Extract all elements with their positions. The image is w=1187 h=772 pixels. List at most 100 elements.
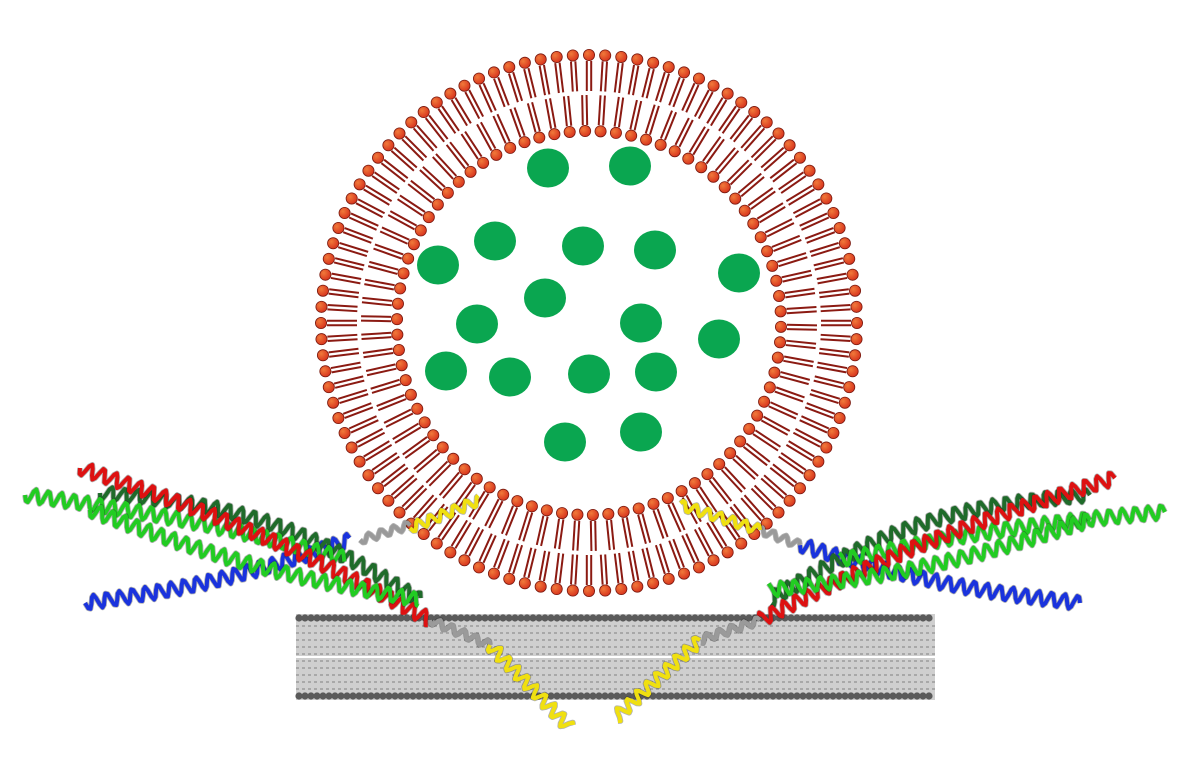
membrane-head: [901, 614, 909, 622]
lipid-head: [518, 56, 531, 69]
lipid-tail: [348, 415, 377, 430]
lipid-head: [319, 268, 332, 281]
alpha-helix: [23, 487, 347, 564]
lipid-tail: [569, 554, 574, 585]
lipid-tail: [760, 419, 789, 436]
lipid-tail: [328, 347, 359, 354]
lipid-tail: [813, 257, 844, 267]
lipid-tail: [631, 65, 640, 96]
membrane-head: [919, 692, 927, 700]
lipid-head: [583, 49, 596, 62]
lipid-tail: [468, 528, 485, 557]
lipid-tail: [493, 538, 506, 568]
lipid-tail: [538, 550, 547, 581]
lipid-tail: [505, 507, 519, 536]
lipid-tail: [478, 84, 493, 113]
lipid-head: [566, 49, 579, 62]
lipid-tail: [393, 146, 418, 169]
lipid-tail: [374, 171, 400, 191]
lipid-tail: [714, 147, 736, 172]
lipid-head: [803, 469, 816, 482]
lipid-tail: [419, 169, 443, 192]
membrane-head: [367, 614, 375, 622]
lipid-head: [345, 192, 358, 205]
membrane-head: [871, 614, 879, 622]
lipid-tail: [685, 84, 700, 113]
lipid-tail: [778, 256, 808, 268]
lipid-head: [833, 412, 846, 425]
membrane-head: [913, 692, 921, 700]
membrane-head: [511, 614, 519, 622]
lipid-head: [748, 106, 761, 119]
membrane-head: [883, 692, 891, 700]
lipid-head: [550, 50, 563, 63]
lipid-tail: [735, 454, 759, 477]
lipid-tail: [627, 64, 636, 95]
lipid-head: [678, 66, 691, 79]
lipid-tail: [585, 94, 589, 126]
lipid-tail: [331, 272, 362, 281]
lipid-tail: [672, 78, 685, 108]
membrane-head: [427, 614, 435, 622]
lipid-head: [518, 577, 531, 590]
lipid-tail: [339, 241, 369, 253]
membrane-head: [685, 692, 693, 700]
membrane-head: [697, 614, 705, 622]
lipid-tail: [740, 124, 762, 149]
membrane-head: [835, 692, 843, 700]
lipid-tail: [456, 484, 476, 510]
lipid-tail: [412, 494, 435, 519]
membrane-head: [295, 614, 303, 622]
lipid-head: [615, 50, 628, 63]
membrane-head: [859, 692, 867, 700]
membrane-head: [373, 614, 381, 622]
lipid-tail: [357, 198, 386, 215]
membrane-head: [841, 614, 849, 622]
lipid-tail: [810, 246, 841, 258]
alpha-helix: [614, 635, 701, 724]
lipid-tail: [772, 463, 798, 484]
lipid-tail: [792, 431, 821, 448]
lipid-head: [772, 127, 785, 140]
lipid-head: [743, 422, 756, 435]
lipid-tail: [377, 398, 407, 412]
lipid-tail: [732, 458, 756, 480]
lipid-head: [391, 297, 404, 310]
lipid-head: [503, 61, 516, 74]
lipid-tail: [605, 520, 611, 551]
lipid-head: [609, 126, 622, 139]
membrane-head: [445, 614, 453, 622]
membrane-head: [823, 692, 831, 700]
cargo-molecule: [609, 146, 651, 186]
membrane-head: [385, 692, 393, 700]
alpha-helix: [759, 525, 802, 548]
membrane-head: [871, 692, 879, 700]
lipid-head: [754, 231, 767, 244]
alpha-helix: [98, 485, 423, 604]
lipid-tail: [365, 444, 393, 462]
lipid-head: [444, 546, 457, 559]
lipid-head: [774, 320, 787, 333]
lipid-tail: [333, 261, 364, 271]
lipid-tail: [507, 73, 519, 103]
lipid-head: [615, 583, 628, 596]
lipid-head: [322, 252, 335, 265]
lipid-tail: [654, 71, 666, 102]
lipid-tail: [460, 133, 479, 160]
lipid-tail: [788, 188, 815, 206]
membrane-head: [733, 614, 741, 622]
lipid-tail: [480, 121, 497, 150]
lipid-head: [571, 508, 584, 521]
lipid-tail: [801, 216, 830, 231]
membrane-head: [301, 614, 309, 622]
lipid-tail: [814, 375, 845, 385]
membrane-head: [337, 614, 345, 622]
lipid-head: [713, 458, 726, 471]
membrane-head: [817, 614, 825, 622]
lipid-tail: [597, 95, 602, 126]
lipid-tail: [334, 379, 365, 389]
lipid-head: [382, 494, 395, 507]
lipid-tail: [450, 519, 468, 547]
lipid-head: [851, 316, 864, 329]
lipid-tail: [404, 135, 428, 159]
